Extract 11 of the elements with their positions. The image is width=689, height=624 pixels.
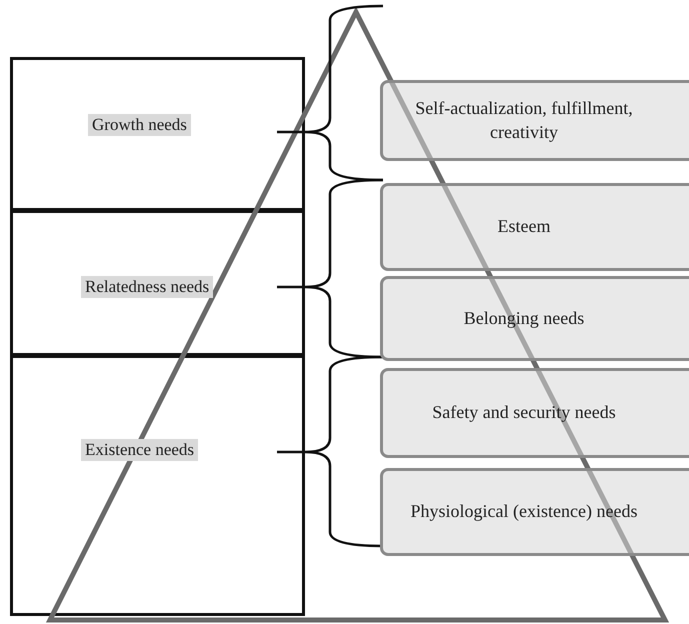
- level-box: Physiological (existence) needs: [380, 468, 689, 556]
- category-label: Relatedness needs: [81, 276, 214, 298]
- level-box: Belonging needs: [380, 276, 689, 361]
- category-label: Growth needs: [88, 114, 191, 136]
- category-box: [10, 57, 305, 213]
- category-box: [10, 353, 305, 616]
- category-label: Existence needs: [81, 439, 198, 461]
- category-box: [10, 208, 305, 358]
- level-box: Safety and security needs: [380, 368, 689, 458]
- level-box: Esteem: [380, 183, 689, 271]
- level-box: Self-actualization, fulfillment, creativity: [380, 80, 689, 161]
